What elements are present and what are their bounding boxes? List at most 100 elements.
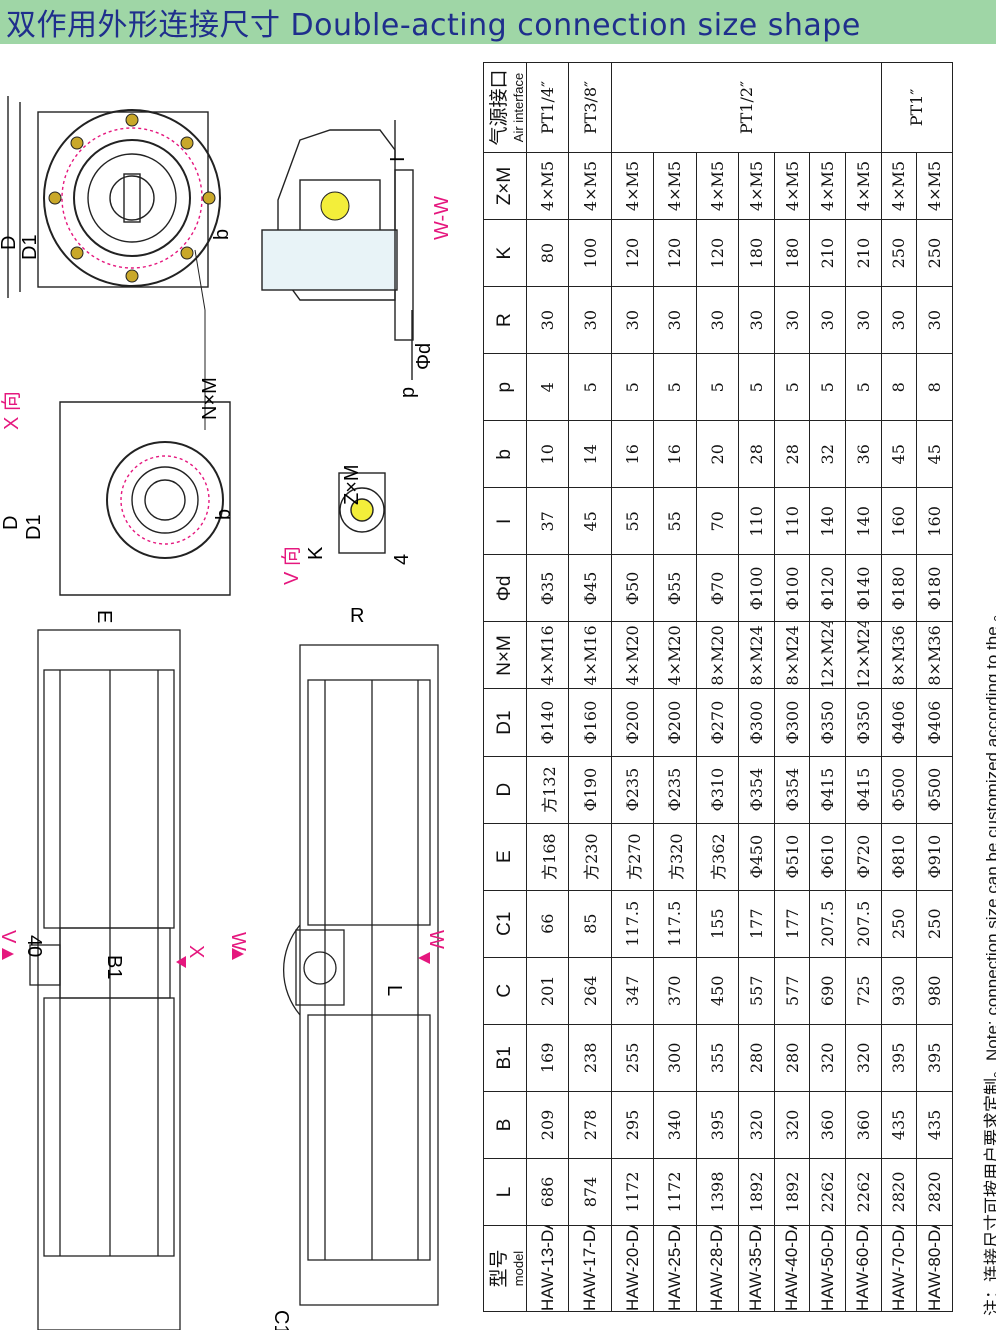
value-cell: 300 (653, 1024, 697, 1092)
column-header: b (483, 420, 527, 488)
value-cell: 30 (568, 286, 612, 354)
model-cell: HAW-70-DA (881, 1225, 917, 1312)
value-cell: Φ610 (809, 823, 846, 891)
air-header-en: Air interface (511, 72, 526, 143)
value-cell: 1398 (696, 1158, 739, 1226)
value-cell: 395 (881, 1024, 917, 1092)
column-header: L (483, 1158, 527, 1226)
value-cell: Φ415 (845, 756, 882, 824)
value-cell: 4×M5 (611, 152, 654, 220)
model-cell: HAW-60-DA (845, 1225, 882, 1312)
value-cell: 140 (809, 487, 846, 555)
label-r: R (350, 605, 364, 627)
model-cell: HAW-50-DA (809, 1225, 846, 1312)
value-cell: 207.5 (809, 890, 846, 958)
value-cell: 280 (738, 1024, 775, 1092)
model-cell: HAW-40-DA (774, 1225, 810, 1312)
value-cell: Φ180 (916, 554, 953, 622)
value-cell: 255 (611, 1024, 654, 1092)
value-cell: 4×M16 (568, 621, 612, 689)
value-cell: 207.5 (845, 890, 882, 958)
value-cell: 4×M16 (526, 621, 569, 689)
value-cell: 4×M20 (653, 621, 697, 689)
value-cell: 80 (526, 219, 569, 287)
value-cell: 250 (881, 890, 917, 958)
value-cell: 16 (611, 420, 654, 488)
technical-drawings: X 向 D D1 b N×M I W-W Φd p D D1 b V 向 Z×M… (0, 96, 453, 1330)
value-cell: 120 (611, 219, 654, 287)
value-cell: Φ500 (881, 756, 917, 824)
value-cell: Φ720 (845, 823, 882, 891)
value-cell: 30 (696, 286, 739, 354)
value-cell: 874 (568, 1158, 612, 1226)
value-cell: 30 (809, 286, 846, 354)
value-cell: 方270 (611, 823, 654, 891)
value-cell: 30 (916, 286, 953, 354)
value-cell: 4×M5 (774, 152, 810, 220)
value-cell: Φ300 (738, 689, 775, 757)
label-phid: Φd (413, 343, 435, 370)
footnote: 注：连接尺寸可按用户要求定制。Note: connection size can… (983, 605, 996, 1316)
value-cell: 4×M5 (809, 152, 846, 220)
value-cell: Φ350 (845, 689, 882, 757)
flange-bolts (48, 113, 216, 283)
label-d-mid: D (0, 516, 22, 530)
value-cell: 1172 (611, 1158, 654, 1226)
value-cell: 450 (696, 957, 739, 1025)
value-cell: 5 (738, 353, 775, 421)
value-cell: 210 (809, 219, 846, 287)
value-cell: Φ50 (611, 554, 654, 622)
model-cell: HAW-28-DA (696, 1225, 739, 1312)
value-cell: 100 (568, 219, 612, 287)
model-header-cn: 型号 (489, 1249, 510, 1288)
value-cell: Φ406 (916, 689, 953, 757)
label-x-direction: X 向 (0, 391, 23, 430)
label-b1: B1 (103, 955, 125, 979)
value-cell: 250 (916, 219, 953, 287)
value-cell: 4×M5 (845, 152, 882, 220)
label-x-arrow: X (185, 945, 207, 958)
value-cell: Φ510 (774, 823, 810, 891)
model-cell: HAW-80-DA (916, 1225, 953, 1312)
label-40: 40 (23, 935, 45, 957)
value-cell: Φ45 (568, 554, 612, 622)
value-cell: Φ354 (774, 756, 810, 824)
value-cell: 方362 (696, 823, 739, 891)
value-cell: 5 (774, 353, 810, 421)
value-cell: 20 (696, 420, 739, 488)
column-header: B1 (483, 1024, 527, 1092)
value-cell: 30 (774, 286, 810, 354)
value-cell: 5 (696, 353, 739, 421)
value-cell: 120 (653, 219, 697, 287)
label-b-mid: b (213, 509, 235, 520)
value-cell: 725 (845, 957, 882, 1025)
value-cell: 32 (809, 420, 846, 488)
value-cell: 4×M5 (916, 152, 953, 220)
value-cell: 5 (809, 353, 846, 421)
model-cell: HAW-35-DA (738, 1225, 775, 1312)
value-cell: 30 (653, 286, 697, 354)
value-cell: 930 (881, 957, 917, 1025)
value-cell: Φ910 (916, 823, 953, 891)
value-cell: 55 (653, 487, 697, 555)
value-cell: 180 (738, 219, 775, 287)
value-cell: Φ354 (738, 756, 775, 824)
label-i: I (387, 156, 409, 162)
value-cell: 980 (916, 957, 953, 1025)
value-cell: Φ415 (809, 756, 846, 824)
value-cell: 160 (881, 487, 917, 555)
value-cell: 180 (774, 219, 810, 287)
value-cell: 85 (568, 890, 612, 958)
value-cell: 方132 (526, 756, 569, 824)
value-cell: Φ190 (568, 756, 612, 824)
value-cell: 177 (738, 890, 775, 958)
value-cell: Φ810 (881, 823, 917, 891)
value-cell: 8×M36 (881, 621, 917, 689)
